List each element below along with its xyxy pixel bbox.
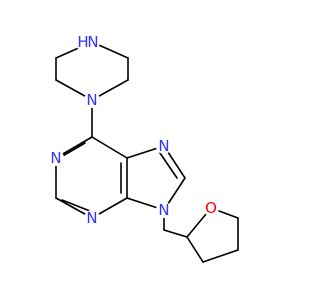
bond-layer xyxy=(55,41,239,263)
purine-n7-label: N xyxy=(156,137,172,155)
nitrogen-label: N xyxy=(87,33,98,51)
purine-n9-label: N xyxy=(156,201,172,219)
bond xyxy=(163,229,188,238)
piperazine-nh-label: H N xyxy=(75,33,100,51)
nitrogen-label: N xyxy=(86,91,97,109)
bond xyxy=(202,249,239,263)
thf-oxygen-label: O xyxy=(203,199,219,217)
bond xyxy=(61,199,91,212)
nitrogen-label: N xyxy=(158,201,169,219)
purine-n3-label: N xyxy=(84,209,100,227)
oxygen-label: O xyxy=(205,199,217,217)
molecule-structure-diagram: H N N N N N N O xyxy=(48,33,239,263)
atom-label-layer: H N N N N N N O xyxy=(48,33,219,227)
nitrogen-label: N xyxy=(86,209,97,227)
purine-n1-label: N xyxy=(48,149,64,167)
bond xyxy=(159,152,178,179)
bond xyxy=(186,236,204,263)
piperazine-n-label: N xyxy=(84,91,100,109)
nitrogen-label: N xyxy=(50,149,61,167)
nitrogen-label: N xyxy=(158,137,169,155)
bond xyxy=(91,136,128,159)
hydrogen-label: H xyxy=(77,33,88,51)
bond xyxy=(60,142,86,158)
